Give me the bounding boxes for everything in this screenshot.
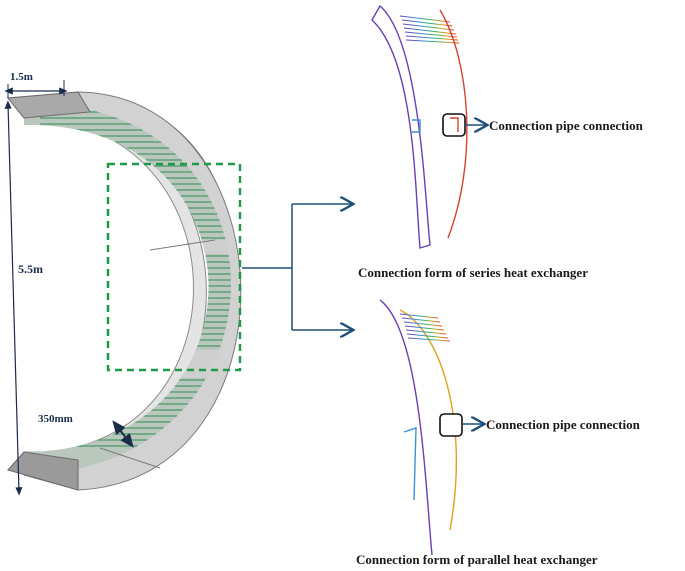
dimension-width: 1.5m bbox=[4, 71, 68, 98]
parallel-callout: Connection pipe connection bbox=[486, 417, 641, 432]
series-callout: Connection pipe connection bbox=[489, 118, 644, 133]
series-heat-exchanger: Connection pipe connection Connection fo… bbox=[358, 4, 644, 280]
heat-exchanger-pipes bbox=[24, 103, 231, 475]
series-caption: Connection form of series heat exchanger bbox=[358, 265, 588, 280]
tunnel-lining-model bbox=[6, 91, 242, 491]
series-connection-marker bbox=[442, 113, 466, 137]
parallel-caption: Connection form of parallel heat exchang… bbox=[356, 552, 598, 567]
parallel-heat-exchanger: Connection pipe connection Connection fo… bbox=[356, 299, 641, 567]
selection-box bbox=[106, 162, 242, 372]
branch-arrows bbox=[242, 204, 352, 330]
height-label: 5.5m bbox=[18, 262, 43, 276]
width-label: 1.5m bbox=[10, 71, 33, 83]
dimension-thickness: 350mm bbox=[38, 413, 134, 448]
thickness-label: 350mm bbox=[38, 413, 73, 425]
parallel-connection-marker bbox=[439, 413, 463, 437]
dimension-height: 5.5m bbox=[4, 100, 43, 496]
